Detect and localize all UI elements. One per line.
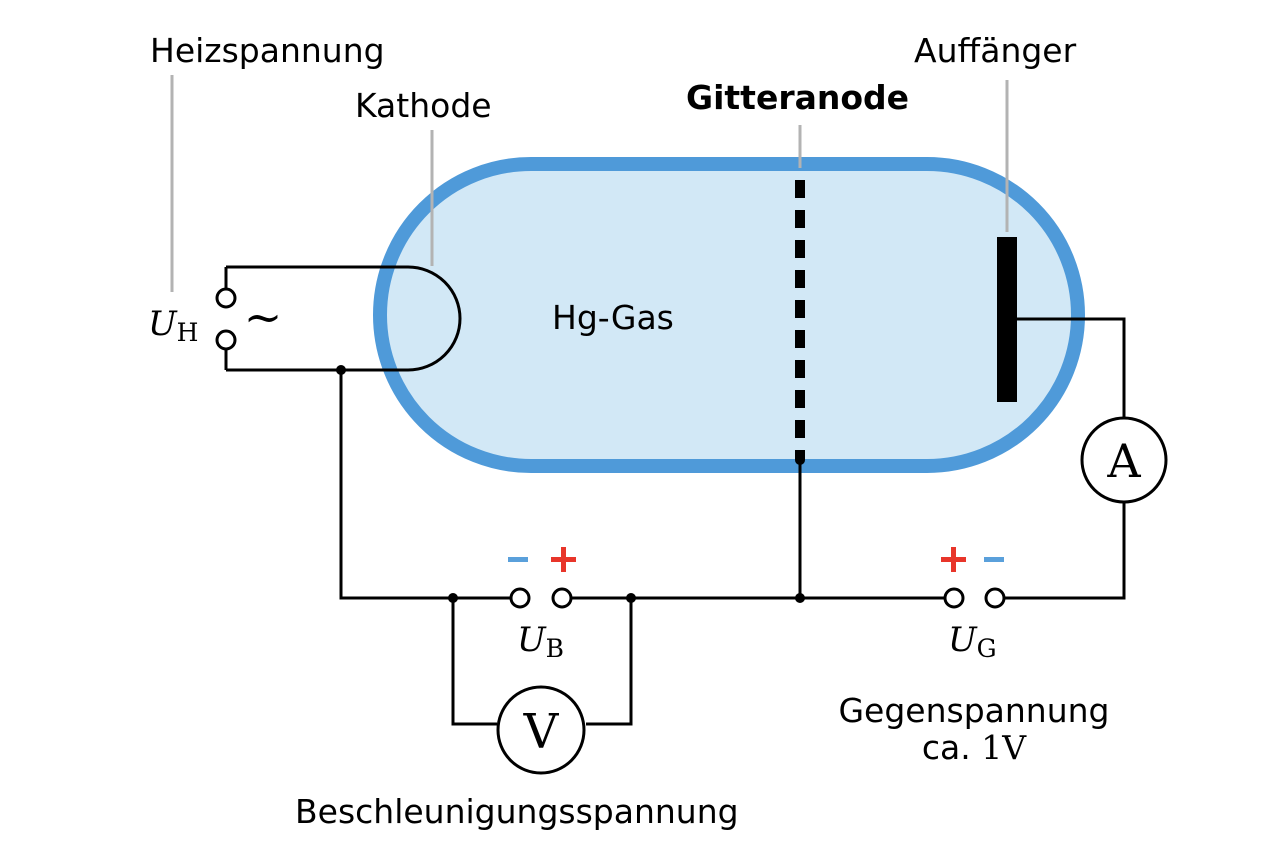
junction-dot	[336, 365, 346, 375]
accel-plus-sign	[551, 547, 576, 572]
counter-terminal-minus	[984, 587, 1006, 609]
counter-terminal-plus	[943, 587, 965, 609]
accel-terminal-plus	[551, 587, 573, 609]
grid-anode-label: Gitteranode	[686, 78, 909, 117]
heater-terminal-top	[215, 287, 237, 309]
counter-minus-sign	[984, 557, 1004, 562]
voltmeter-symbol: V	[523, 704, 560, 760]
junction-dot	[795, 455, 805, 465]
collector-plate	[997, 237, 1017, 402]
cathode	[226, 265, 462, 372]
gas-label: Hg-Gas	[552, 298, 674, 337]
ammeter-symbol: A	[1106, 434, 1141, 488]
heater-voltage-label: Heizspannung	[150, 31, 385, 70]
junction-dot	[626, 593, 636, 603]
junction-dot	[795, 593, 805, 603]
accel-terminal-minus	[509, 587, 531, 609]
counter-voltage-label: Gegenspannung	[838, 691, 1109, 730]
tube	[373, 157, 1085, 473]
ammeter	[1080, 416, 1168, 504]
ammeter-return-wire	[1004, 502, 1126, 600]
accel-voltage-label: Beschleunigungsspannung	[295, 792, 739, 831]
cathode-label: Kathode	[355, 86, 492, 125]
collector-label: Auffänger	[914, 31, 1077, 70]
accel-voltage-symbol: UB	[517, 620, 564, 663]
junction-dot	[448, 593, 458, 603]
voltmeter-loop-wire-right	[586, 598, 633, 726]
counter-plus-sign	[941, 547, 966, 572]
ac-symbol: ~	[244, 290, 283, 344]
accel-minus-sign	[508, 557, 528, 562]
collector-wire	[1017, 317, 1126, 418]
counter-voltage-symbol: UG	[948, 620, 997, 663]
voltmeter-loop-wire	[451, 598, 497, 726]
heater-terminal-bottom	[215, 329, 237, 351]
counter-voltage-value: ca. 1V	[922, 728, 1027, 767]
heater-voltage-symbol: UH	[148, 304, 198, 347]
voltmeter	[496, 685, 586, 775]
